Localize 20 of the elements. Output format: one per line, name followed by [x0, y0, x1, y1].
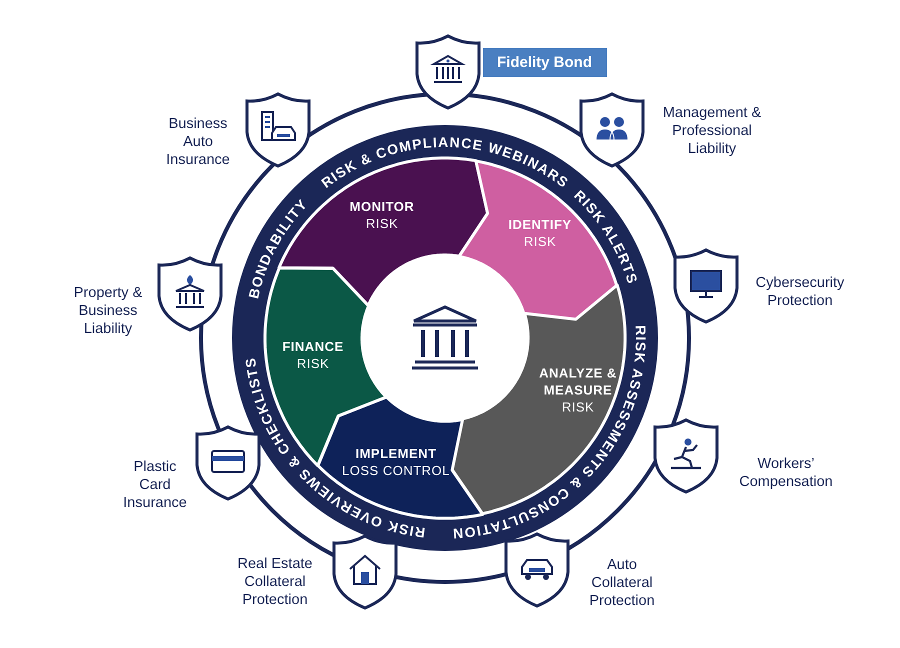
- segment-heading: IDENTIFY: [507, 216, 573, 233]
- coverage-label: Real Estate Collateral Protection: [236, 555, 314, 609]
- shield-badge: [579, 92, 645, 168]
- coverage-label: Management & Professional Liability: [662, 104, 762, 158]
- shield-badge: [157, 256, 223, 332]
- coverage-label: Workers’ Compensation: [738, 455, 834, 491]
- coverage-label: Property & Business Liability: [72, 284, 144, 338]
- segment-text: RISK: [364, 215, 400, 232]
- coverage-label: Auto Collateral Protection: [588, 556, 656, 610]
- shield-badge: [653, 418, 719, 494]
- coverage-label: Plastic Card Insurance: [122, 458, 188, 512]
- segment-heading: FINANCE: [281, 338, 345, 355]
- coverage-label: Cybersecurity Protection: [754, 274, 846, 310]
- segment-heading: MONITOR: [348, 198, 416, 215]
- segment-text: RISK: [522, 232, 558, 250]
- shield-badge: [245, 92, 311, 168]
- coverage-label: Business Auto Insurance: [165, 115, 231, 169]
- shield-badge: [673, 248, 739, 324]
- label-tag: Fidelity Bond: [483, 48, 607, 77]
- shield-badge: [415, 34, 481, 110]
